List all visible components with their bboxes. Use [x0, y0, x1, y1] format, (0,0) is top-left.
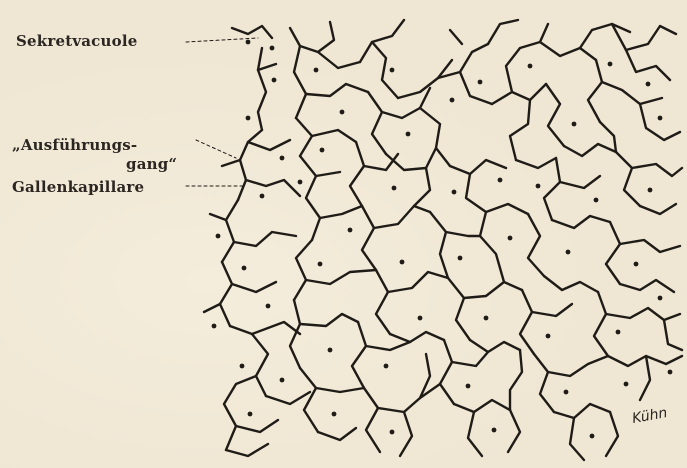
leader-lines: [186, 38, 258, 186]
network-strands: [204, 20, 682, 460]
label-duct-line2: gang“: [126, 156, 177, 173]
label-duct-line1: „Ausführungs-: [12, 137, 137, 154]
leader-line-duct: [196, 140, 236, 158]
label-secretory-vacuole: Sekretvacuole: [16, 33, 137, 50]
label-bile-capillary: Gallenkapillare: [12, 179, 144, 196]
